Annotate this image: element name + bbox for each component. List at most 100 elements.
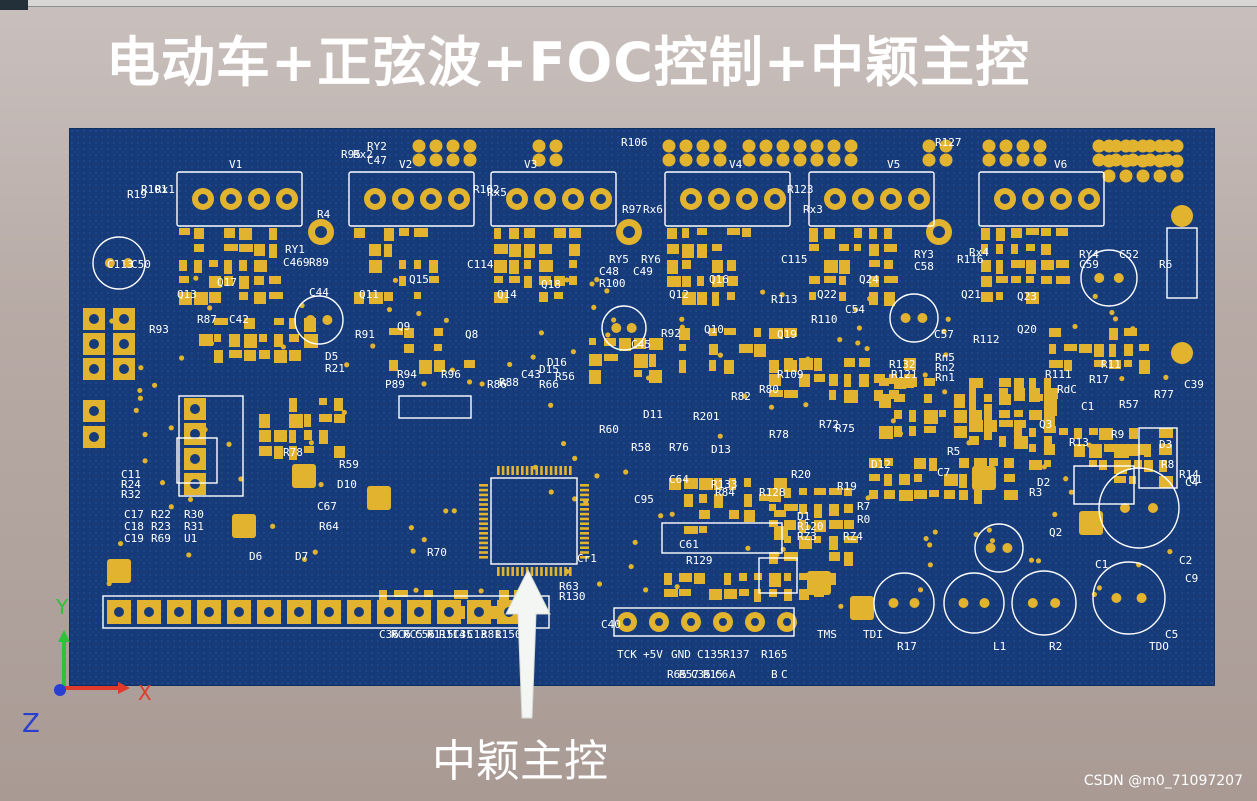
- resistor-outline: [1166, 227, 1198, 299]
- smd-pad: [289, 414, 303, 428]
- smd-pad: [649, 338, 663, 350]
- silk-label: Q3: [1039, 418, 1053, 431]
- smd-pad: [699, 526, 707, 533]
- smd-pad: [924, 410, 938, 424]
- smd-pad: [727, 292, 735, 300]
- mcu-pin: [530, 466, 534, 475]
- via: [922, 372, 928, 378]
- smd-pad: [589, 370, 601, 384]
- smd-pad: [1089, 444, 1102, 458]
- header-pin: [1170, 154, 1184, 168]
- smd-pad: [509, 276, 520, 283]
- header-hole: [174, 607, 184, 617]
- silk-label: R132: [889, 358, 916, 371]
- smd-pad: [904, 358, 916, 370]
- header-pin: [679, 139, 693, 153]
- smd-pad: [539, 260, 553, 272]
- silk-label: RC6: [391, 628, 411, 641]
- smd-pad: [769, 390, 783, 397]
- header-pin: [742, 139, 756, 153]
- smd-pad: [369, 260, 382, 273]
- smd-pad: [194, 228, 204, 239]
- silk-label: Rx3: [803, 203, 823, 216]
- via: [856, 325, 863, 331]
- smd-pad: [809, 228, 818, 242]
- smd-pad: [981, 276, 992, 287]
- smd-pad: [844, 488, 852, 496]
- silk-label: GND: [671, 648, 691, 661]
- smd-pad: [799, 520, 806, 533]
- transistor-outline: [978, 171, 1105, 227]
- smd-pad: [989, 458, 998, 466]
- silk-label: R57: [1119, 398, 1139, 411]
- smd-pad: [996, 260, 1003, 274]
- header-hole: [144, 607, 154, 617]
- mcu-pin: [479, 488, 488, 492]
- transistor-hole: [370, 194, 380, 204]
- header-pin: [446, 139, 460, 153]
- smd-pad: [959, 490, 968, 500]
- smd-pad: [179, 228, 190, 235]
- smd-pad: [1041, 228, 1051, 236]
- smd-pad: [1029, 378, 1036, 390]
- smd-pad: [289, 350, 301, 361]
- silk-label: C13: [467, 628, 487, 641]
- silk-label: R6: [1159, 258, 1173, 271]
- silk-label: B: [771, 668, 778, 681]
- smd-pad: [999, 388, 1008, 400]
- smd-pad: [844, 504, 853, 513]
- via: [923, 535, 929, 542]
- via: [717, 433, 723, 439]
- header-pin: [922, 153, 936, 167]
- silk-label: C42: [229, 313, 249, 326]
- debug-hole: [687, 618, 695, 626]
- smd-pad: [254, 292, 266, 304]
- window-corner-mark: [0, 0, 28, 10]
- silk-label: D12: [871, 458, 891, 471]
- smd-pad: [884, 228, 892, 239]
- smd-pad: [884, 260, 893, 269]
- silk-label: RY2: [367, 140, 387, 153]
- smd-pad: [524, 228, 535, 238]
- smd-pad: [1014, 426, 1022, 437]
- silk-label: C56: [415, 628, 435, 641]
- smd-pad: [289, 318, 296, 329]
- silk-label: R84: [715, 486, 735, 499]
- x-axis-label: X: [138, 681, 152, 705]
- silk-label: R2: [1049, 640, 1063, 653]
- via: [632, 539, 638, 545]
- silk-label: C18: [124, 520, 144, 533]
- smd-pad: [809, 292, 816, 300]
- mcu-pin: [580, 536, 589, 540]
- capacitor-pad: [909, 598, 920, 608]
- smd-pad: [969, 420, 983, 432]
- silk-label: R70: [427, 546, 447, 559]
- via: [867, 296, 873, 302]
- smd-pad: [999, 378, 1011, 387]
- header-hole: [354, 607, 364, 617]
- mcu-pin: [580, 498, 589, 501]
- via: [138, 365, 144, 371]
- mcu-pin: [516, 567, 519, 576]
- smd-pad: [894, 410, 902, 419]
- header-pin: [696, 153, 710, 167]
- silk-label: D6: [249, 550, 263, 563]
- via: [589, 281, 595, 287]
- via: [1068, 489, 1074, 495]
- header-pin: [1119, 169, 1133, 183]
- smd-pad: [1056, 228, 1068, 236]
- mount-hole: [315, 226, 327, 238]
- capacitor-outline: [1011, 570, 1077, 636]
- smd-pad: [809, 244, 819, 251]
- via: [837, 337, 843, 343]
- silk-label: Rx6: [643, 203, 663, 216]
- smd-pad: [679, 360, 686, 373]
- mcu-pin: [559, 567, 562, 576]
- smd-pad: [754, 344, 766, 357]
- silk-label: D2: [1037, 476, 1051, 489]
- smd-pad: [419, 360, 432, 374]
- silk-label: C114: [467, 258, 494, 271]
- silk-label: P89: [385, 378, 405, 391]
- transistor-hole: [830, 194, 840, 204]
